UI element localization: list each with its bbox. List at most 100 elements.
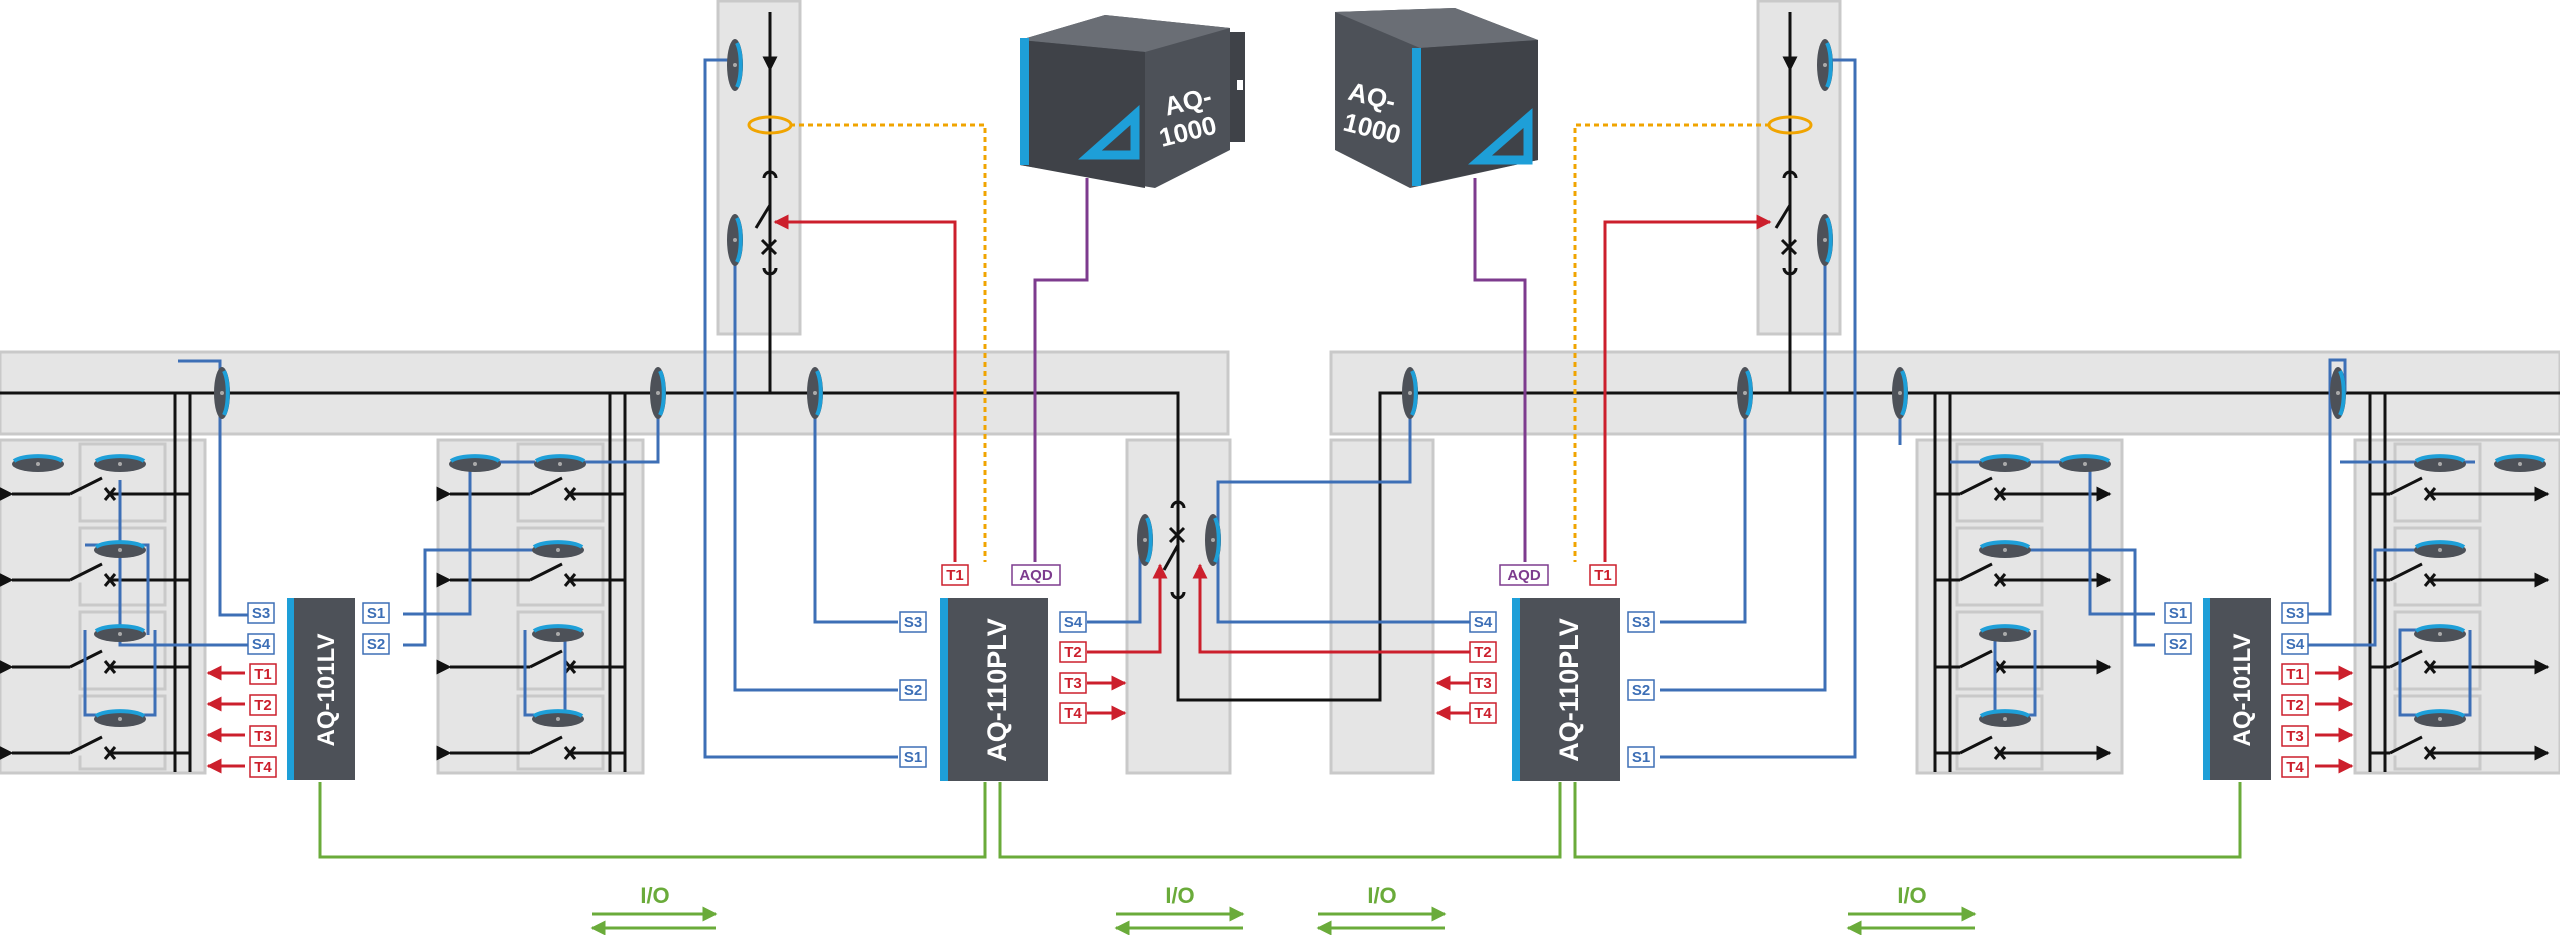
arc-light-sensor-icon [532,709,584,727]
io-wiring [318,782,2242,859]
terminal-t3: T3 [1059,672,1087,694]
terminal-label: S2 [2169,636,2187,653]
io-arrows [590,906,1977,936]
circuit-breaker-icon [2389,649,2437,674]
master-unit-right: AQ- 1000 [1335,8,1538,188]
arc-light-sensor-icon [532,540,584,558]
terminal-label: T1 [946,567,964,584]
arc-light-sensor-icon [1979,454,2031,472]
arc-light-sensor-icon [1137,514,1153,566]
terminal-label: T2 [1474,644,1492,661]
terminal-label: T3 [1064,675,1082,692]
terminal-label: T2 [1064,644,1082,661]
io-labels: I/O I/O I/O I/O [640,883,1926,908]
incoming-arrows [762,12,1798,72]
arc-light-sensor-icon [1205,514,1221,566]
terminal-s3: S3 [899,611,927,633]
circuit-breaker-icon [69,735,117,760]
terminal-t2: T2 [2281,694,2309,716]
terminal-t2: T2 [1469,641,1497,663]
circuit-breaker-icon [529,735,577,760]
relay-left-101: AQ-101LV [287,598,355,780]
io-arrow-icon [1316,906,1447,936]
device-label: AQ-101LV [2229,634,2256,747]
arc-light-sensor-icon [2414,454,2466,472]
terminal-label: T2 [254,697,272,714]
terminal-s4: S4 [1469,611,1497,633]
terminal-label: T4 [1474,705,1492,722]
terminal-label: T1 [1594,567,1612,584]
arc-light-sensor-icon [449,454,501,472]
io-label: I/O [640,883,669,908]
terminal-label: S1 [1632,749,1650,766]
master-unit-left: AQ- 1000 [1020,15,1245,188]
terminal-label: T1 [2286,666,2304,683]
circuit-breaker-icon [2389,476,2437,501]
terminal-label: S1 [2169,605,2187,622]
circuit-breaker-icon [1959,476,2007,501]
arc-light-sensor-icon [727,39,743,91]
circuit-breaker-icon [69,562,117,587]
aqd-wiring [1033,178,1527,562]
terminal-label: S2 [1632,682,1650,699]
arc-light-sensor-icon [2414,540,2466,558]
arc-light-sensor-icon [12,454,64,472]
feeder-breakers [69,476,2437,760]
trip-wiring [206,214,2354,774]
arc-light-sensor-icon [214,367,230,419]
terminal-t1: T1 [941,564,969,586]
terminal-s2: S2 [1627,679,1655,701]
terminal-label: T3 [1474,675,1492,692]
circuit-breaker-icon [1959,735,2007,760]
arc-light-sensor-icon [1979,540,2031,558]
terminal-s4: S4 [2281,633,2309,655]
io-label: I/O [1165,883,1194,908]
terminal-s1: S1 [362,602,390,624]
sensor-wiring [83,58,2475,759]
terminal-label: T4 [2286,759,2304,776]
arc-light-sensor-icon [534,454,586,472]
arc-light-sensor-icon [2059,454,2111,472]
terminal-label: S4 [252,636,271,653]
io-label: I/O [1897,883,1926,908]
io-arrow-icon [590,906,718,936]
terminal-t4: T4 [1469,702,1497,724]
arc-light-sensor-icon [1892,367,1908,419]
terminal-t4: T4 [1059,702,1087,724]
terminal-t3: T3 [1469,672,1497,694]
terminal-s4: S4 [247,633,275,655]
arc-light-sensor-icon [1979,709,2031,727]
arc-light-sensor-icon [2414,709,2466,727]
io-arrow-icon [1114,906,1245,936]
terminal-label: AQD [1507,567,1541,584]
circuit-breaker-icon [1774,170,1798,276]
circuit-breaker-icon [1959,562,2007,587]
terminal-label: S3 [1632,614,1650,631]
terminal-label: T4 [1064,705,1082,722]
terminal-label: S3 [252,605,270,622]
terminal-t4: T4 [2281,756,2309,778]
circuit-breaker-icon [2389,735,2437,760]
arc-light-sensor-icon [94,540,146,558]
terminal-s2: S2 [2164,633,2192,655]
terminal-t3: T3 [249,725,277,747]
current-transformer-icon [747,115,793,135]
circuit-breaker-icon [529,562,577,587]
circuit-breaker-icon [1959,649,2007,674]
current-transformer-icons [747,115,1813,135]
terminal-label: S1 [367,605,385,622]
terminal-label: T4 [254,759,272,776]
arc-light-sensor-icon [650,367,666,419]
terminal-s4: S4 [1059,611,1087,633]
arc-light-sensor-icon [2494,454,2546,472]
relay-left-110: AQ-110PLV [940,598,1048,781]
terminal-t1: T1 [2281,663,2309,685]
terminal-s1: S1 [899,746,927,768]
circuit-breaker-icon [529,476,577,501]
arc-light-sensor-icon [1979,624,2031,642]
terminal-s2: S2 [362,633,390,655]
terminal-t4: T4 [249,756,277,778]
